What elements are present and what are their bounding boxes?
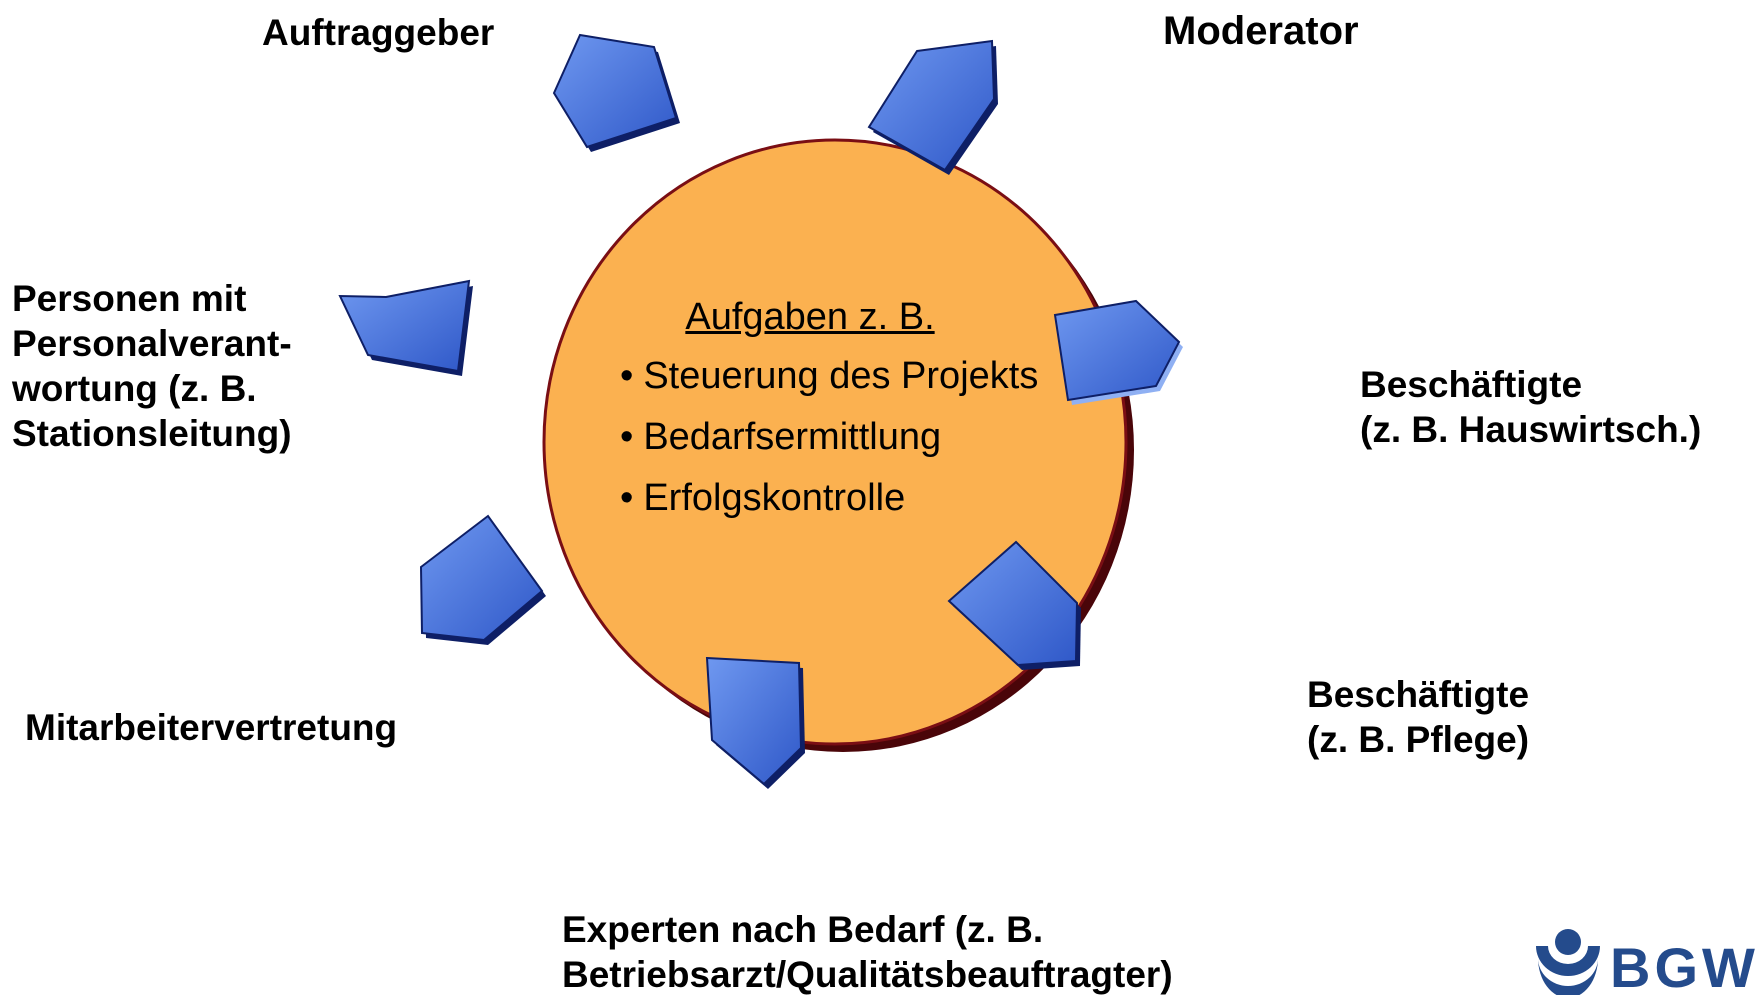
- task-item: Erfolgskontrolle: [620, 468, 1000, 529]
- label-moderator: Moderator: [1163, 9, 1359, 54]
- chair-mitarbeiter: [419, 514, 546, 645]
- bgw-logo-text: BGW: [1610, 936, 1756, 996]
- label-line: Beschäftigte: [1307, 674, 1530, 715]
- label-personen: Personen mit Personalverant- wortung (z.…: [12, 276, 292, 456]
- chair-beschaeftigte-pflege: [947, 540, 1081, 670]
- label-line: Experten nach Bedarf (z. B.: [562, 909, 1044, 950]
- label-mitarbeiter: Mitarbeitervertretung: [25, 705, 397, 750]
- chair-moderator: [867, 39, 998, 175]
- label-experten: Experten nach Bedarf (z. B. Betriebsarzt…: [562, 907, 1173, 997]
- label-line: Moderator: [1163, 9, 1359, 53]
- task-item: Steuerung des Projekts: [620, 346, 1038, 407]
- chair-experten: [705, 656, 805, 789]
- chair-auftraggeber: [552, 33, 680, 152]
- bgw-logo: BGW: [1528, 928, 1756, 995]
- center-title: Aufgaben z. B.: [685, 296, 935, 338]
- label-beschaeftigte-pflege: Beschäftigte (z. B. Pflege): [1307, 672, 1529, 762]
- label-line: wortung (z. B.: [12, 368, 257, 409]
- label-auftraggeber: Auftraggeber: [262, 10, 494, 55]
- task-list: Steuerung des Projekts Bedarfsermittlung…: [620, 346, 1038, 529]
- label-line: Personen mit: [12, 278, 247, 319]
- label-line: Betriebsarzt/Qualitätsbeauftragter): [562, 954, 1173, 995]
- label-line: Mitarbeitervertretung: [25, 707, 398, 748]
- label-beschaeftigte-hw: Beschäftigte (z. B. Hauswirtsch.): [1360, 362, 1701, 452]
- label-line: (z. B. Hauswirtsch.): [1360, 409, 1702, 450]
- task-item: Bedarfsermittlung: [620, 407, 1000, 468]
- label-line: (z. B. Pflege): [1307, 719, 1530, 760]
- label-line: Stationsleitung): [12, 413, 292, 454]
- chair-beschaeftigte-hw: [1053, 299, 1183, 405]
- bgw-logo-mark: [1536, 929, 1600, 995]
- label-line: Beschäftigte: [1360, 364, 1583, 405]
- chair-personen: [338, 279, 473, 376]
- center-task-box: Aufgaben z. B. Steuerung des Projekts Be…: [620, 288, 1038, 529]
- label-line: Auftraggeber: [262, 12, 495, 53]
- label-line: Personalverant-: [12, 323, 292, 364]
